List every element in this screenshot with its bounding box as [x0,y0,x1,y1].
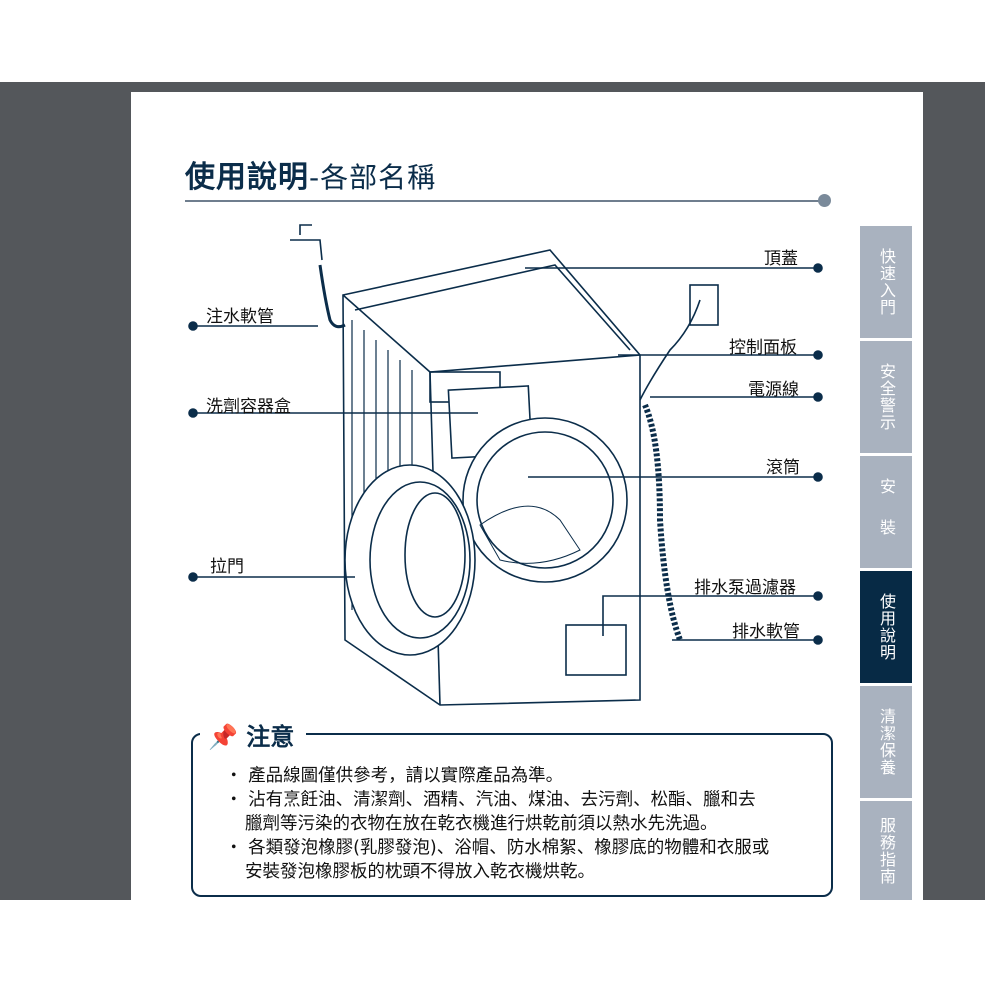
label-power-cord: 電源線 [748,380,799,400]
label-drum: 滾筒 [766,458,800,478]
notice-bullet: ・ 沾有烹飪油、清潔劑、酒精、汽油、煤油、去污劑、松酯、臘和去 [225,790,756,810]
pin-icon: 📌 [208,723,238,751]
notice-bullet: ・ 各類發泡橡膠(乳膠發泡)、浴帽、防水棉絮、橡膠底的物體和衣服或 [225,838,770,858]
label-door: 拉門 [210,557,244,577]
notice-bullet: ・ 產品線圖僅供參考，請以實際產品為準。 [225,766,564,786]
notice-bullet-cont: 安裝發泡橡膠板的枕頭不得放入乾衣機烘乾。 [245,862,595,882]
label-drain-hose: 排水軟管 [732,622,800,642]
label-detergent-box: 洗劑容器盒 [206,397,291,417]
bullet-text: 產品線圖僅供參考，請以實際產品為準。 [248,766,564,786]
notice-title: 注意 [246,723,295,751]
tab-quick-start[interactable]: 快速入門 [860,226,912,338]
tab-safety[interactable]: 安全警示 [860,341,912,453]
page-title: 使用說明-各部名稱 [185,152,436,196]
tab-cleaning[interactable]: 清潔保養 [860,686,912,798]
bullet-text: 沾有烹飪油、清潔劑、酒精、汽油、煤油、去污劑、松酯、臘和去 [248,790,756,810]
title-main: 使用說明 [185,160,309,195]
label-inlet-hose: 注水軟管 [206,307,274,327]
tab-service[interactable]: 服務指南 [860,801,912,900]
bullet-text: 各類發泡橡膠(乳膠發泡)、浴帽、防水棉絮、橡膠底的物體和衣服或 [248,838,770,858]
notice-box [191,733,833,897]
title-rule [185,200,823,202]
rule-dot [818,194,831,207]
notice-bullet-cont: 臘劑等污染的衣物在放在乾衣機進行烘乾前須以熱水先洗過。 [245,814,718,834]
tab-usage[interactable]: 使用說明 [860,571,912,683]
title-sub: -各部名稱 [309,161,437,194]
label-pump-filter: 排水泵過濾器 [694,578,796,598]
tab-installation[interactable]: 安 裝 [860,456,912,568]
label-control-panel: 控制面板 [729,338,797,358]
notice-heading: 📌 注意 [200,717,307,752]
label-top-cover: 頂蓋 [764,249,798,269]
